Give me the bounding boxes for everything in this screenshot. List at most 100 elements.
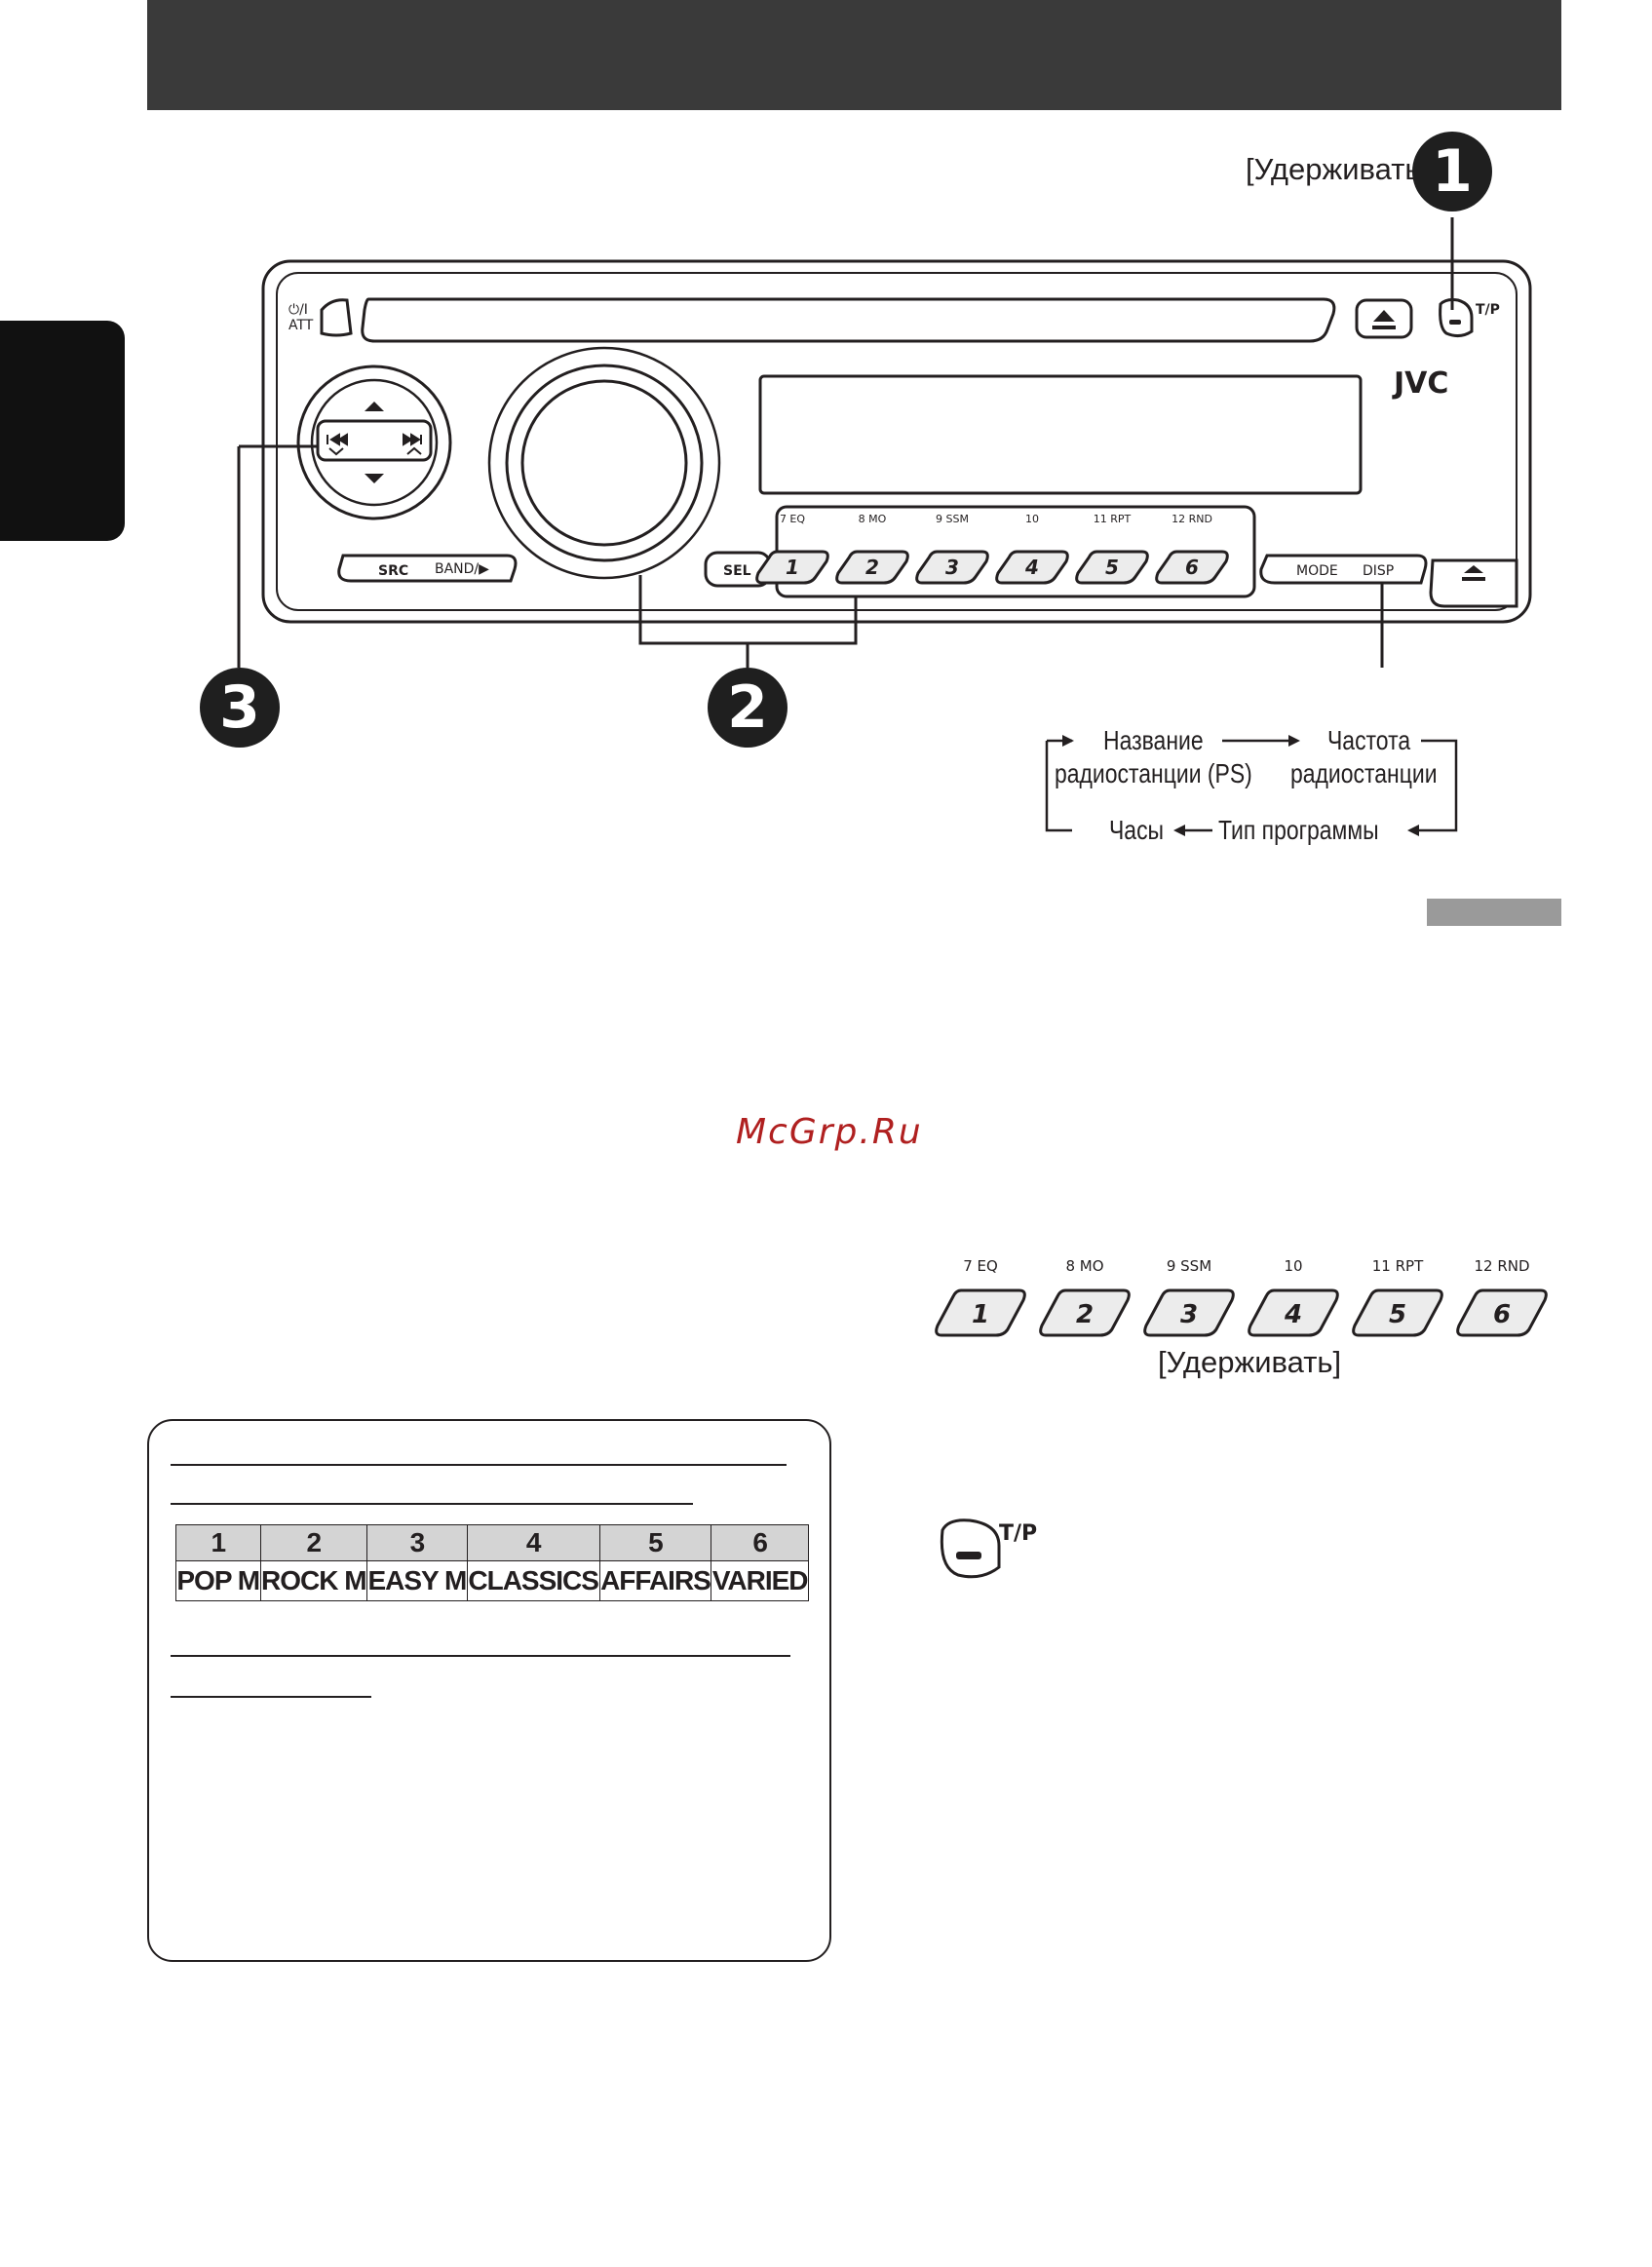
pty-name: EASY M (366, 1560, 468, 1601)
language-side-tab (0, 321, 125, 541)
control-pad-inner (310, 378, 439, 507)
preset-button-label: 1 (786, 556, 799, 579)
att-label: ATT (288, 318, 314, 333)
preset-secondary-label: 9 SSM (1167, 1257, 1211, 1275)
text-rule (171, 1503, 693, 1505)
pty-name: CLASSICS (466, 1560, 600, 1601)
skip-button-highlight (316, 419, 433, 462)
preset-button-1[interactable] (935, 1288, 1026, 1337)
next-track-icon (403, 433, 422, 446)
pty-number: 1 (175, 1524, 261, 1561)
pty-number: 3 (366, 1524, 468, 1561)
preset-button-label: 2 (1076, 1300, 1094, 1329)
down-arrow-icon (365, 474, 384, 483)
detach-icon (1462, 565, 1485, 581)
pty-info-box: 1 2 3 4 5 6 POP M ROCK M EASY M CLASSICS… (147, 1419, 831, 1962)
preset-button-3[interactable] (1143, 1288, 1235, 1337)
pty-number: 5 (598, 1524, 712, 1561)
preset-secondary-label: 10 (1025, 513, 1039, 525)
pty-name: POP M (175, 1560, 261, 1601)
cycle-frequency-line1: Частота (1327, 725, 1411, 755)
preset-button-label: 5 (1389, 1300, 1406, 1329)
power-att-button (320, 298, 353, 337)
preset-button-label: 3 (1180, 1300, 1198, 1329)
preset-secondary-label: 7 EQ (963, 1257, 998, 1275)
preset-secondary-label: 10 (1284, 1257, 1302, 1275)
section-tag (1427, 899, 1561, 926)
text-rule (171, 1464, 787, 1466)
head-unit-diagram: SRC BAND/▶ SEL 7 EQ 1 8 MO 2 9 SSM 3 10 4 11 RPT… (237, 217, 1532, 836)
pty-table: 1 2 3 4 5 6 POP M ROCK M EASY M CLASSICS… (175, 1524, 809, 1601)
preset-button-label: 4 (1284, 1300, 1302, 1329)
preset-button-6[interactable] (1155, 550, 1229, 585)
preset-button-2[interactable] (835, 550, 909, 585)
preset-button-6[interactable] (1456, 1288, 1548, 1337)
hold-label: [Удерживать] (1246, 152, 1430, 186)
preset-secondary-label: 11 RPT (1094, 513, 1132, 525)
control-dial (520, 379, 688, 547)
unit-inner-frame (276, 272, 1518, 611)
preset-secondary-label: 8 MO (1065, 1257, 1103, 1275)
up-arrow-icon (365, 402, 384, 411)
cycle-station-name-line1: Название (1103, 725, 1204, 755)
preset-hold-label: [Удерживать] (1158, 1345, 1342, 1379)
page-header-bar (147, 0, 1561, 110)
preset-button-label: 4 (1024, 556, 1039, 579)
power-label: ⏻/I (288, 302, 308, 318)
callout-1: 1 (1412, 132, 1492, 211)
callout-2: 2 (708, 668, 788, 748)
tp-button-shape (940, 1518, 1001, 1579)
preset-button-label: 6 (1493, 1300, 1511, 1329)
callout-3: 3 (200, 668, 280, 748)
tp-button-small (1439, 298, 1474, 338)
pty-number: 6 (711, 1524, 809, 1561)
preset-button-label: 6 (1185, 556, 1199, 579)
preset-button-label: 5 (1105, 556, 1119, 579)
band-label: BAND/▶ (435, 561, 489, 577)
preset-button-1[interactable] (755, 550, 829, 585)
cycle-program-type: Тип программы (1218, 815, 1379, 845)
tp-label: T/P (1476, 302, 1500, 318)
preset-button-label: 3 (945, 556, 959, 579)
preset-button-label: 2 (865, 556, 879, 579)
detach-button (1429, 558, 1518, 608)
tp-button-mark (956, 1552, 981, 1559)
preset-button-4[interactable] (1248, 1288, 1339, 1337)
preset-secondary-label: 7 EQ (780, 513, 805, 525)
cycle-frequency-line2: радиостанции (1290, 758, 1438, 788)
pty-name: ROCK M (259, 1560, 368, 1601)
preset-button-3[interactable] (915, 550, 989, 585)
mode-label: MODE (1296, 563, 1338, 579)
tp-button-label: T/P (999, 1521, 1037, 1546)
src-label: SRC (378, 563, 408, 579)
pty-name: VARIED (711, 1560, 809, 1601)
brand-logo: JVC (1392, 366, 1448, 401)
preset-button-4[interactable] (995, 550, 1069, 585)
prev-track-icon (327, 433, 348, 446)
cycle-clock: Часы (1109, 815, 1165, 845)
sel-label: SEL (723, 563, 751, 579)
tp-button-enlarged: T/P (940, 1518, 1037, 1579)
cycle-station-name-line2: радиостанции (PS) (1055, 758, 1252, 788)
watermark-text: McGrp.Ru (736, 1112, 923, 1152)
preset-button-5[interactable] (1352, 1288, 1443, 1337)
mode-disp-button (1259, 554, 1428, 585)
src-band-button (337, 554, 518, 583)
pty-name: AFFAIRS (598, 1560, 712, 1601)
lcd-display (758, 374, 1363, 495)
disc-slot (361, 297, 1336, 343)
preset-button-label: 1 (972, 1300, 989, 1329)
disp-label: DISP (1363, 563, 1394, 579)
cycle-right-bracket (1413, 739, 1458, 832)
pty-number: 2 (259, 1524, 368, 1561)
text-rule (171, 1696, 371, 1698)
preset-secondary-label: 8 MO (859, 513, 887, 525)
preset-secondary-label: 9 SSM (936, 513, 969, 525)
pty-number: 4 (466, 1524, 600, 1561)
preset-secondary-label: 12 RND (1474, 1257, 1529, 1275)
text-rule (171, 1655, 790, 1657)
preset-button-5[interactable] (1075, 550, 1149, 585)
preset-button-2[interactable] (1039, 1288, 1131, 1337)
